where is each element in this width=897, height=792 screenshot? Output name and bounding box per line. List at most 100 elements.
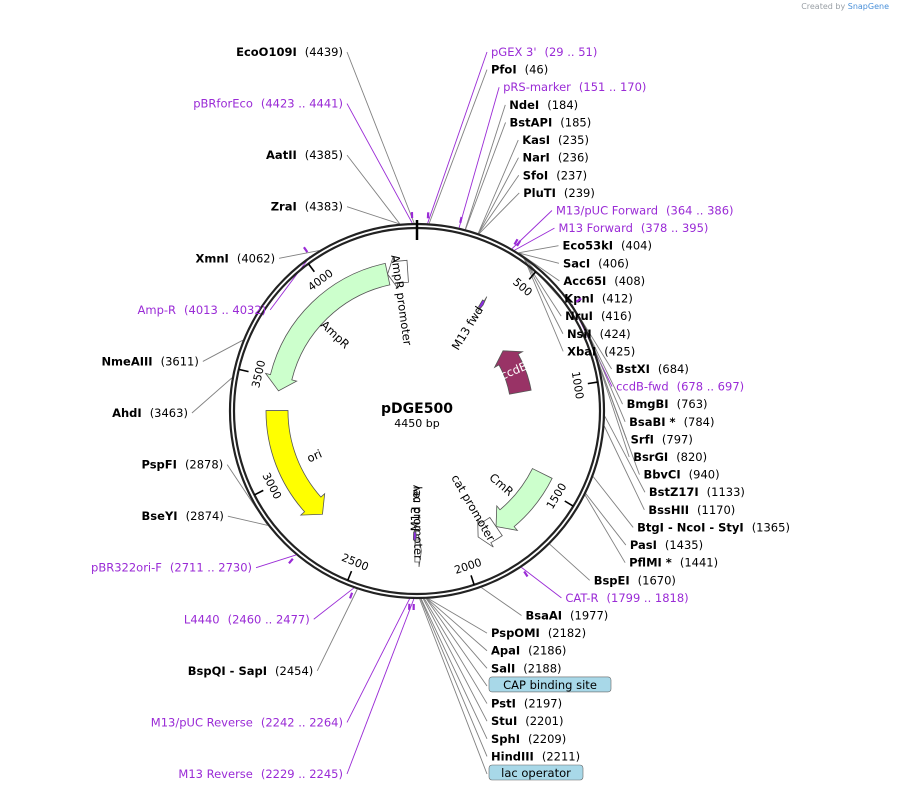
box-bg: [488, 764, 584, 781]
label-name: BstXI: [616, 362, 650, 376]
site-stui[interactable]: StuI(2201): [491, 714, 564, 728]
site-nmeaiii[interactable]: NmeAIII (3611): [101, 354, 198, 368]
feature-cmr[interactable]: [495, 468, 553, 532]
site-pspfi[interactable]: PspFI(2878): [141, 458, 223, 472]
primer-pgex-3[interactable]: pGEX 3'(29 .. 51): [426, 45, 597, 219]
feature-m13-fwd[interactable]: [477, 296, 488, 313]
svg-text:PasI(1435): PasI(1435): [630, 538, 703, 552]
label-position: (408): [614, 274, 645, 288]
feature-ampr[interactable]: [264, 262, 391, 392]
site-pasi[interactable]: PasI(1435): [630, 538, 703, 552]
primer-pbrforeco[interactable]: pBRforEco(4423 .. 4441): [193, 97, 414, 219]
primer-pbr322ori-f[interactable]: pBR322ori-F(2711 .. 2730): [91, 558, 294, 575]
site-ecoo109i[interactable]: EcoO109I(4439): [236, 45, 343, 59]
credit-brand: SnapGene: [847, 2, 889, 11]
primer-l4440[interactable]: L4440(2460 .. 2477): [184, 592, 354, 627]
site-bsabi[interactable]: BsaBI *(784): [629, 415, 714, 429]
site-bstxi[interactable]: BstXI (684): [616, 362, 689, 376]
feature-label-lac-promoter: lac promoter: [411, 486, 426, 560]
svg-text:BstZ17I(1133): BstZ17I(1133): [649, 485, 745, 499]
site-xbai[interactable]: XbaI(425): [567, 344, 635, 358]
label-position: (684): [658, 362, 689, 376]
site-ahdi[interactable]: AhdI(3463): [112, 406, 188, 420]
svg-text:pGEX 3'(29 .. 51): pGEX 3'(29 .. 51): [491, 45, 597, 59]
svg-text:CAT-R(1799 .. 1818): CAT-R(1799 .. 1818): [565, 591, 688, 605]
site-kasi[interactable]: KasI(235): [522, 133, 589, 147]
site-aatii[interactable]: AatII(4385): [266, 148, 343, 162]
site-hindiii[interactable]: HindIII(2211): [491, 749, 580, 763]
label-name: SfoI: [523, 168, 548, 182]
site-sfoi[interactable]: SfoI(237): [523, 168, 587, 182]
svg-text:NarI(236): NarI(236): [522, 151, 588, 165]
site-psti[interactable]: PstI(2197): [491, 697, 562, 711]
primer-cat-r[interactable]: CAT-R(1799 .. 1818): [523, 570, 689, 605]
label-position: (1441): [680, 556, 718, 570]
leader-prs-marker: [458, 87, 500, 228]
primer-m13-puc-forward[interactable]: M13/pUC Forward(364 .. 386): [513, 203, 734, 245]
feature-ori[interactable]: [265, 410, 326, 516]
feature-lac-promoter[interactable]: [414, 534, 422, 568]
site-pfoi[interactable]: PfoI(46): [491, 63, 548, 77]
label-name: BspEI: [594, 573, 630, 587]
label-position: (3611): [161, 354, 199, 368]
svg-text:pBRforEco(4423 .. 4441): pBRforEco(4423 .. 4441): [193, 97, 343, 111]
tick-label-1000: 1000: [569, 370, 586, 400]
site-bsshii[interactable]: BssHII(1170): [648, 503, 735, 517]
label-name: PstI: [491, 697, 516, 711]
site-btgi-ncoi-styi[interactable]: BtgI - NcoI - StyI(1365): [637, 520, 790, 534]
primer-ccdb-fwd[interactable]: ccdB-fwd(678 .. 697): [575, 297, 744, 394]
label-name: NmeAIII: [101, 354, 152, 368]
site-bbvci[interactable]: BbvCI(940): [643, 468, 719, 482]
site-srfi[interactable]: SrfI(797): [631, 432, 693, 446]
primer-prs-marker[interactable]: pRS-marker(151 .. 170): [459, 80, 646, 224]
feature-m13-rev[interactable]: [412, 526, 417, 546]
site-bseyi[interactable]: BseYI(2874): [142, 509, 224, 523]
label-name: ccdB-fwd: [616, 380, 669, 394]
site-bstapi[interactable]: BstAPI(185): [510, 115, 592, 129]
site-nrui[interactable]: NruI(416): [565, 309, 632, 323]
site-eco53ki[interactable]: Eco53kI(404): [563, 239, 652, 253]
site-ndei[interactable]: NdeI(184): [509, 98, 578, 112]
site-saci[interactable]: SacI(406): [563, 256, 629, 270]
site-pflmi[interactable]: PflMI *(1441): [629, 556, 718, 570]
primer-mark: [513, 238, 519, 245]
site-xmni[interactable]: XmnI(4062): [196, 251, 276, 265]
site-nari[interactable]: NarI(236): [522, 151, 588, 165]
leader-pspomi: [428, 598, 488, 634]
leader-xbai: [522, 255, 564, 352]
site-pluti[interactable]: PluTI(239): [523, 186, 595, 200]
svg-text:M13/pUC Reverse(2242 .. 2264): M13/pUC Reverse(2242 .. 2264): [151, 715, 343, 729]
site-apai[interactable]: ApaI(2186): [491, 644, 566, 658]
feature-box-cap-binding-site[interactable]: CAP binding site: [488, 676, 612, 693]
site-bspqi-sapi[interactable]: BspQI - SapI(2454): [188, 664, 313, 678]
feature-box-lac-operator[interactable]: lac operator: [488, 764, 584, 781]
label-name: BspQI - SapI: [188, 664, 267, 678]
site-bsrgi[interactable]: BsrGI(820): [633, 450, 707, 464]
site-nsii[interactable]: NsiI(424): [567, 327, 631, 341]
label-position: (1799 .. 1818): [607, 591, 689, 605]
site-sphi[interactable]: SphI(2209): [491, 732, 566, 746]
svg-text:M13 Forward(378 .. 395): M13 Forward(378 .. 395): [558, 221, 708, 235]
primer-m13-puc-reverse[interactable]: M13/pUC Reverse(2242 .. 2264): [151, 603, 411, 730]
primer-m13-forward[interactable]: M13 Forward(378 .. 395): [516, 221, 708, 247]
site-bstz17i[interactable]: BstZ17I(1133): [649, 485, 745, 499]
site-kpni[interactable]: KpnI(412): [564, 292, 633, 306]
feature-ampr-promoter[interactable]: [387, 256, 409, 289]
site-bmgbi[interactable]: BmgBI(763): [627, 397, 708, 411]
site-sali[interactable]: SalI(2188): [491, 661, 562, 675]
svg-text:HindIII(2211): HindIII(2211): [491, 749, 580, 763]
site-pspomi[interactable]: PspOMI(2182): [491, 626, 586, 640]
label-position: (1133): [707, 485, 745, 499]
leader-bsshii: [603, 426, 645, 511]
svg-text:NsiI(424): NsiI(424): [567, 327, 631, 341]
site-bsaai[interactable]: BsaAI(1977): [525, 609, 608, 623]
label-name: NarI: [522, 151, 549, 165]
site-bspei[interactable]: BspEI(1670): [594, 573, 676, 587]
site-acc65i[interactable]: Acc65I(408): [563, 274, 645, 288]
primer-amp-r[interactable]: Amp-R(4013 .. 4032): [138, 246, 309, 317]
site-zrai[interactable]: ZraI(4383): [271, 200, 343, 214]
feature-ccdb[interactable]: [493, 350, 532, 395]
site-labels: pGEX 3'(29 .. 51) PfoI(46) pRS-marker(151 …: [91, 45, 790, 781]
feature-cat-promoter[interactable]: [477, 516, 503, 548]
primer-m13-reverse[interactable]: M13 Reverse(2229 .. 2245): [178, 603, 415, 781]
